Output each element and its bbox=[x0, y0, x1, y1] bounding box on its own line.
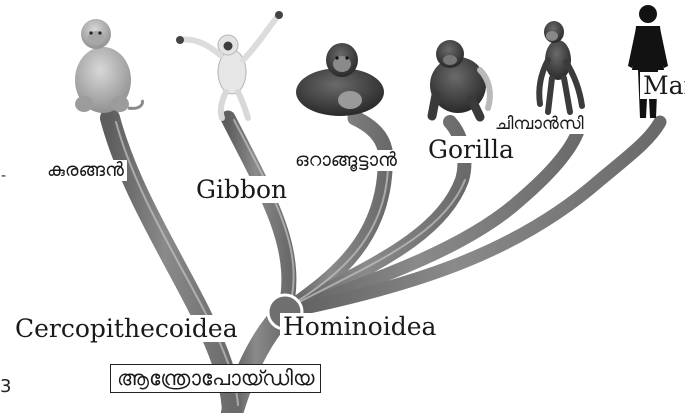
leaf-label-gorilla: Gorilla bbox=[425, 136, 517, 163]
clade-label-cercopithecoidea: Cercopithecoidea bbox=[12, 315, 241, 342]
orangutan-icon bbox=[296, 43, 384, 116]
gorilla-icon bbox=[430, 40, 490, 117]
monkey-icon bbox=[75, 19, 142, 113]
leaf-label-orangutan: ഒറാങ്ങൂട്ടാൻ bbox=[292, 150, 400, 171]
leaf-label-gibbon: Gibbon bbox=[193, 176, 290, 203]
root-label-anthropoidea: ആന്ത്രോപോയ്ഡിയ bbox=[110, 364, 321, 393]
chimpanzee-icon bbox=[539, 21, 582, 112]
leaf-label-chimpanzee: ചിമ്പാൻസി bbox=[492, 115, 587, 134]
human-silhouette-icon bbox=[628, 5, 668, 118]
clade-label-hominoidea: Hominoidea bbox=[280, 313, 439, 340]
leaf-label-man: Man bbox=[640, 72, 685, 99]
leaf-label-monkey: കുരങ്ങൻ bbox=[44, 160, 127, 181]
gibbon-icon bbox=[176, 11, 283, 118]
edge-mark-tick: - bbox=[1, 168, 6, 184]
edge-mark-digit: 3 bbox=[0, 376, 11, 397]
